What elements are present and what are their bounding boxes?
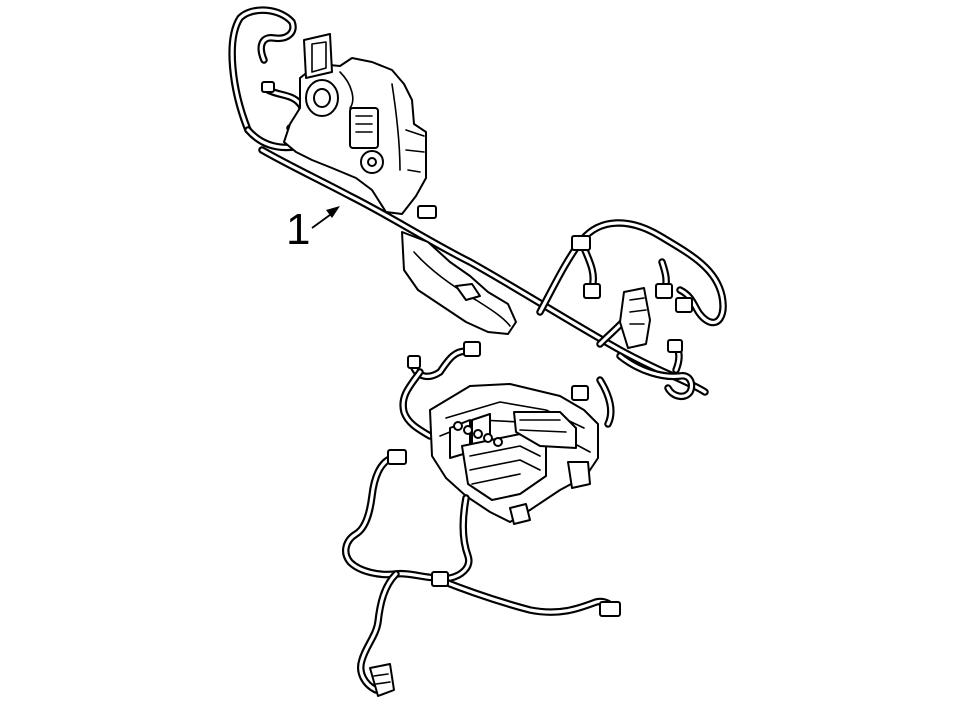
junction-fuse-box <box>429 383 599 525</box>
small-connector-upper-left <box>261 81 275 93</box>
main-wiring-harness <box>258 146 709 396</box>
center-mounting-bracket <box>401 231 517 335</box>
callout-leader-1 <box>311 206 340 229</box>
right-lower-branch-wire <box>571 339 696 428</box>
upper-right-connectors <box>571 235 693 349</box>
callout-number-1: 1 <box>286 205 311 254</box>
upper-bracket-module <box>283 33 437 219</box>
lower-harness-wire <box>342 454 618 694</box>
lower-connectors <box>369 449 621 697</box>
mid-left-branch-wire <box>399 341 481 440</box>
